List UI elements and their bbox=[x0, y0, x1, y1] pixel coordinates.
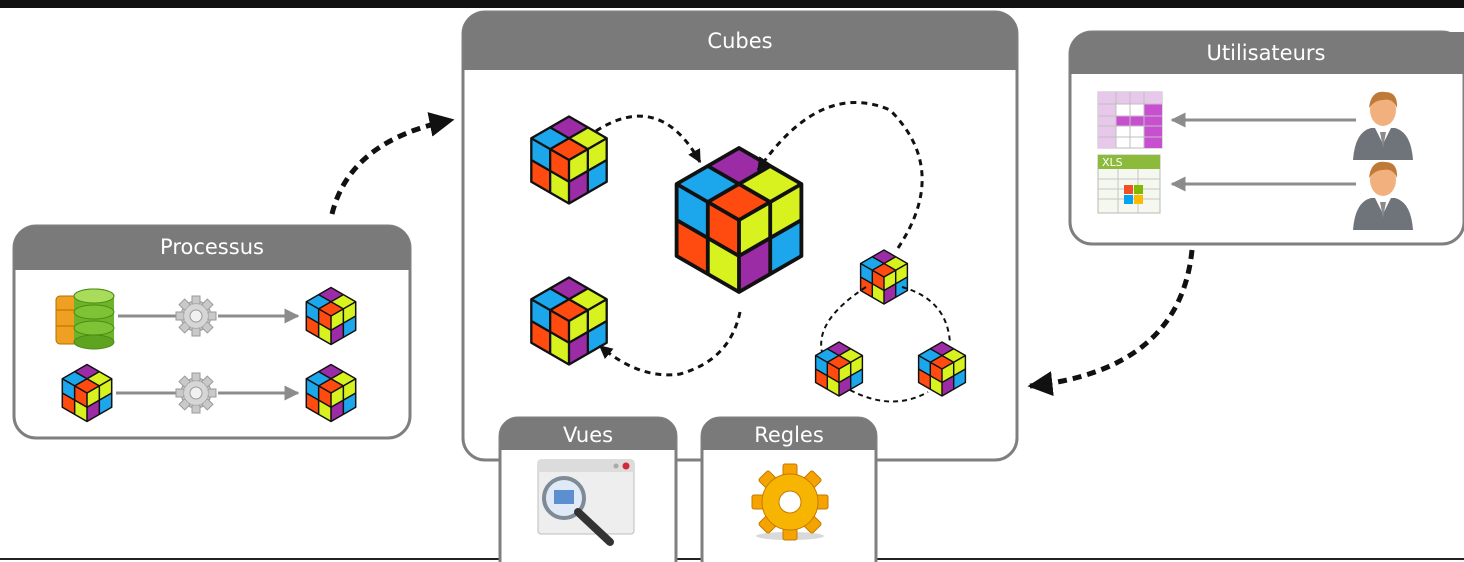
top-border bbox=[0, 0, 1464, 8]
xls-spreadsheet-icon: XLS bbox=[1097, 154, 1161, 214]
cycle-line bbox=[849, 389, 929, 403]
cubes-panel: Cubes bbox=[461, 10, 1019, 462]
vues-panel: Vues bbox=[498, 416, 678, 562]
cubes-panel-title: Cubes bbox=[707, 29, 772, 53]
cycle-line bbox=[820, 286, 867, 353]
utilisateurs-panel: Utilisateurs XLS bbox=[1068, 30, 1464, 246]
database-icon bbox=[55, 288, 115, 350]
xls-label: XLS bbox=[1102, 156, 1123, 169]
flow-arrow bbox=[598, 311, 742, 377]
cycle-line bbox=[901, 286, 951, 345]
vues-panel-title: Vues bbox=[563, 423, 613, 447]
utilisateurs-to-cubes-arrow bbox=[1027, 249, 1195, 397]
pivot-table-icon bbox=[1097, 91, 1163, 149]
gear-icon bbox=[175, 372, 217, 414]
window-magnifier-icon bbox=[537, 459, 635, 546]
processus-to-cubes-arrow bbox=[329, 112, 455, 215]
utilisateurs-panel-title: Utilisateurs bbox=[1207, 41, 1326, 65]
gear-icon bbox=[751, 463, 829, 541]
processus-panel-title: Processus bbox=[160, 235, 264, 259]
flow-arrow bbox=[595, 114, 702, 164]
regles-panel: Regles bbox=[700, 416, 878, 562]
flow-arrow bbox=[756, 101, 924, 249]
regles-panel-title: Regles bbox=[754, 423, 824, 447]
processus-panel: Processus bbox=[12, 224, 412, 440]
gear-icon bbox=[175, 295, 217, 337]
